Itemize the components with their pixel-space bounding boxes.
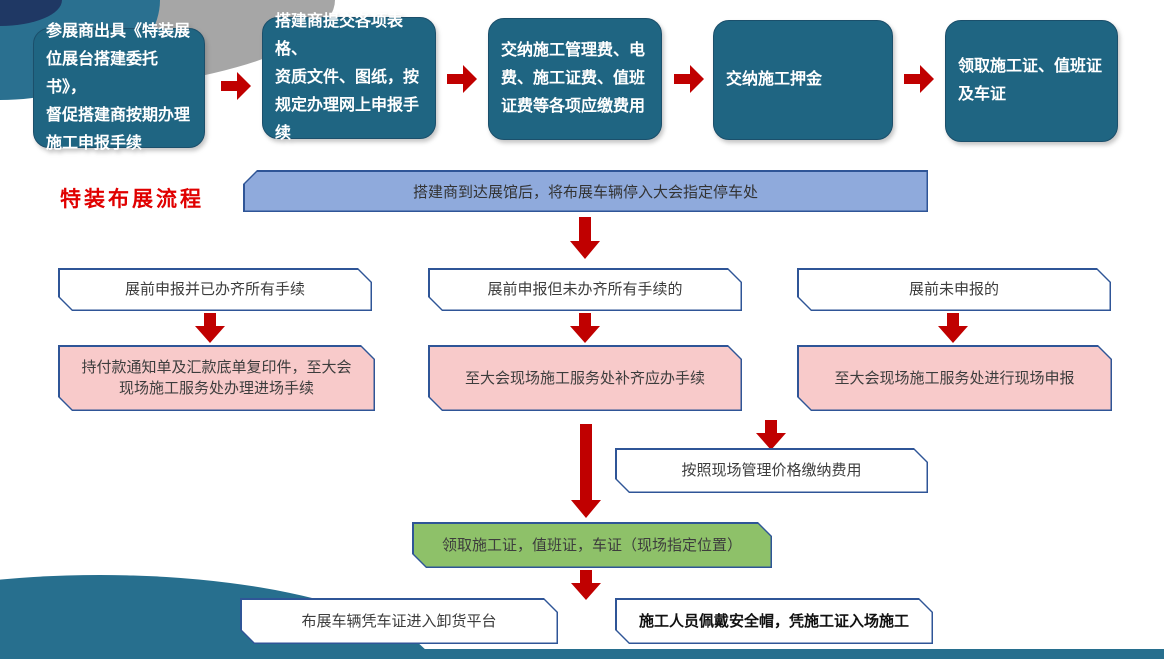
permit-box: 领取施工证，值班证，车证（现场指定位置） — [412, 522, 772, 568]
condition-box-not-declared: 展前未申报的 — [797, 268, 1111, 311]
arrow-down-icon — [571, 570, 601, 600]
condition-box-partially-done: 展前申报但未办齐所有手续的 — [428, 268, 742, 311]
process-box-authorization: 参展商出具《特装展 位展台搭建委托书》， 督促搭建商按期办理 施工申报手续 — [33, 23, 205, 152]
permit-label: 领取施工证，值班证，车证（现场指定位置） — [441, 536, 742, 554]
process-box-label: 交纳施工押金 — [726, 71, 823, 88]
process-box-collect-permits: 领取施工证、值班证 及车证 — [945, 20, 1118, 142]
bottom-box-workers: 施工人员佩戴安全帽，凭施工证入场施工 — [615, 598, 933, 644]
action-label: 至大会现场施工服务处进行现场申报 — [834, 369, 1075, 387]
arrival-banner-label: 搭建商到达展馆后，将布展车辆停入大会指定停车处 — [412, 183, 758, 201]
arrow-down-long-icon — [571, 424, 601, 518]
condition-label: 展前申报但未办齐所有手续的 — [487, 281, 683, 298]
page-title: 特装布展流程 — [60, 188, 204, 211]
process-box-label: 参展商出具《特装展 位展台搭建委托书》， 督促搭建商按期办理 施工申报手续 — [46, 23, 191, 152]
action-label: 持付款通知单及汇款底单复印件，至大会 现场施工服务处办理进场手续 — [81, 359, 352, 397]
action-box-payment-docs: 持付款通知单及汇款底单复印件，至大会 现场施工服务处办理进场手续 — [58, 345, 375, 411]
arrow-right-icon — [221, 72, 251, 100]
fee-box: 按照现场管理价格缴纳费用 — [615, 448, 928, 493]
action-box-complete-procedures: 至大会现场施工服务处补齐应办手续 — [428, 345, 742, 411]
process-box-deposit: 交纳施工押金 — [713, 20, 893, 140]
bottom-box-label: 布展车辆凭车证进入卸货平台 — [301, 612, 497, 630]
action-box-onsite-declare: 至大会现场施工服务处进行现场申报 — [797, 345, 1112, 411]
bottom-box-vehicle: 布展车辆凭车证进入卸货平台 — [240, 598, 558, 644]
arrow-right-icon — [447, 65, 477, 93]
bottom-box-label: 施工人员佩戴安全帽，凭施工证入场施工 — [638, 612, 909, 630]
condition-label: 展前申报并已办齐所有手续 — [124, 281, 305, 298]
bottom-edge-strip — [0, 649, 1164, 659]
process-box-label: 领取施工证、值班证 及车证 — [958, 58, 1103, 103]
arrow-down-icon — [570, 217, 600, 259]
condition-box-all-done: 展前申报并已办齐所有手续 — [58, 268, 372, 311]
arrival-banner: 搭建商到达展馆后，将布展车辆停入大会指定停车处 — [243, 170, 928, 212]
process-box-label: 交纳施工管理费、电 费、施工证费、值班 证费等各项应缴费用 — [501, 42, 646, 115]
action-label: 至大会现场施工服务处补齐应办手续 — [464, 369, 705, 387]
fee-label: 按照现场管理价格缴纳费用 — [681, 462, 862, 479]
arrow-right-icon — [904, 65, 934, 93]
process-box-submit-docs: 搭建商提交各项表格、 资质文件、图纸，按 规定办理网上申报手 续 — [262, 13, 436, 142]
arrow-down-icon — [570, 313, 600, 343]
process-box-label: 搭建商提交各项表格、 资质文件、图纸，按 规定办理网上申报手 续 — [275, 13, 420, 142]
arrow-down-icon — [756, 420, 786, 450]
arrow-right-icon — [674, 65, 704, 93]
condition-label: 展前未申报的 — [908, 281, 999, 298]
arrow-down-icon — [938, 313, 968, 343]
arrow-down-icon — [195, 313, 225, 343]
process-box-pay-fees: 交纳施工管理费、电 费、施工证费、值班 证费等各项应缴费用 — [488, 18, 662, 140]
